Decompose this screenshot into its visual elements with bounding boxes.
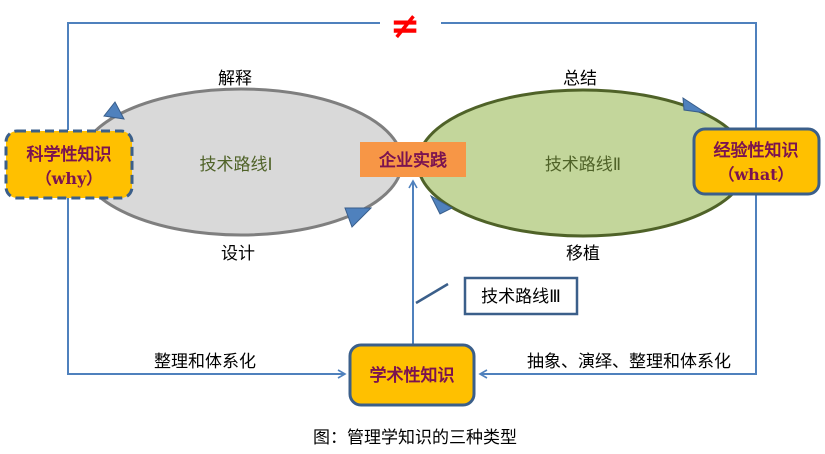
experience-knowledge-box: 经验性知识 （what） (692, 127, 821, 196)
science-knowledge-box: 科学性知识 （why） (4, 129, 134, 200)
route2-label: 技术路线Ⅱ (545, 155, 621, 175)
svg-text:科学性知识: 科学性知识 (27, 144, 112, 165)
route1-label: 技术路线Ⅰ (199, 155, 272, 175)
summarize-label: 总结 (563, 69, 597, 89)
design-label: 设计 (221, 244, 255, 264)
connector-lines (67, 22, 757, 379)
left-edge-label: 整理和体系化 (154, 352, 256, 372)
figure-caption: 图：管理学知识的三种类型 (313, 428, 517, 448)
right-edge-label: 抽象、演绎、整理和体系化 (527, 352, 731, 372)
enterprise-practice-box: 企业实践 (360, 142, 466, 177)
svg-text:（why）: （why） (36, 169, 103, 188)
svg-text:学术性知识: 学术性知识 (370, 365, 455, 386)
not-equal-symbol: ≠ (390, 6, 420, 47)
svg-text:技术路线Ⅲ: 技术路线Ⅲ (481, 287, 561, 307)
svg-text:企业实践: 企业实践 (378, 150, 447, 171)
arrow-icon (429, 194, 454, 215)
academic-knowledge-box: 学术性知识 (348, 343, 476, 407)
svg-text:经验性知识: 经验性知识 (714, 140, 799, 161)
route3-callout: 技术路线Ⅲ (415, 276, 579, 316)
transplant-label: 移植 (566, 244, 600, 264)
explain-label: 解释 (218, 69, 252, 89)
arrow-icon (682, 97, 707, 114)
cycle-arrowheads (103, 97, 707, 228)
arrow-icon (103, 101, 125, 120)
svg-text:（what）: （what） (718, 165, 793, 184)
arrow-icon (344, 207, 373, 228)
